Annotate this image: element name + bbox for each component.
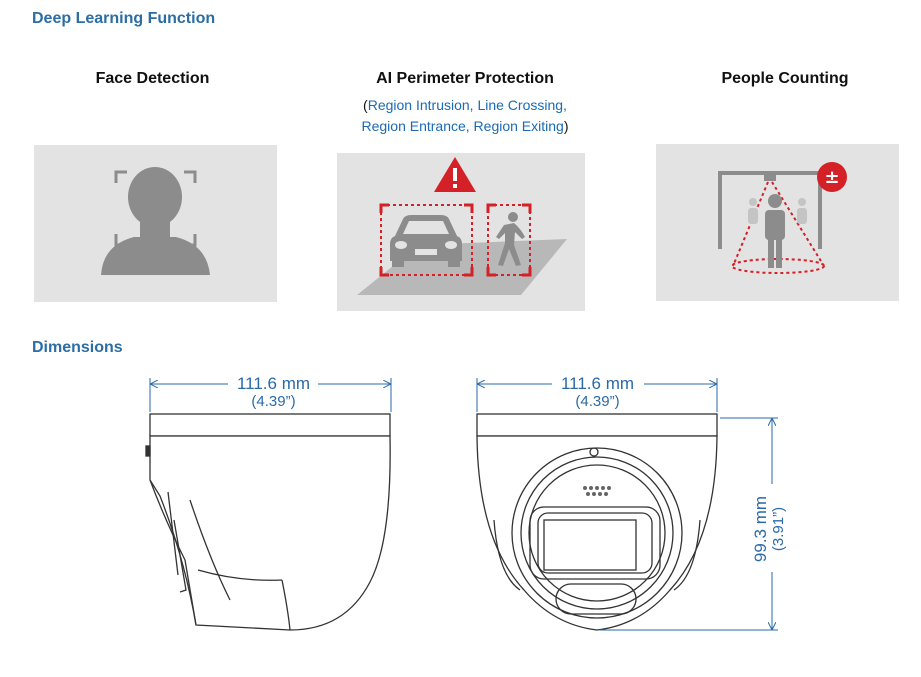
face-detection-panel bbox=[34, 145, 277, 302]
camera-front-view bbox=[476, 413, 718, 631]
feature-title-people-counting: People Counting bbox=[721, 70, 849, 87]
walking-person-icon bbox=[496, 212, 525, 266]
perimeter-subtitle-line2: Region Entrance, Region Exiting bbox=[361, 118, 564, 134]
perimeter-subtitle-line1: Region Intrusion, Line Crossing, bbox=[367, 97, 567, 113]
front-width-in: (4.39”) bbox=[575, 393, 620, 410]
perimeter-protection-icon bbox=[357, 157, 567, 295]
person-icon bbox=[765, 194, 785, 268]
people-counting-panel: ± bbox=[656, 144, 899, 301]
perimeter-protection-panel bbox=[337, 153, 585, 311]
perimeter-subtitle: (Region Intrusion, Line Crossing, Region… bbox=[361, 97, 569, 134]
feature-title-perimeter-protection: AI Perimeter Protection bbox=[376, 70, 554, 87]
front-width-label: 111.6 mm (4.39”) bbox=[540, 375, 655, 411]
front-width-mm: 111.6 mm bbox=[560, 374, 635, 393]
face-detection-icon bbox=[101, 167, 210, 275]
feature-title-face-detection: Face Detection bbox=[95, 70, 210, 87]
people-counting-icon: ± bbox=[718, 162, 847, 274]
height-in: (3.91”) bbox=[770, 506, 787, 552]
height-label: 99.3 mm (3.91”) bbox=[751, 474, 792, 584]
section-title-dimensions: Dimensions bbox=[32, 339, 123, 356]
warning-icon bbox=[434, 157, 476, 192]
camera-side-view bbox=[145, 413, 391, 631]
plus-minus-badge-icon: ± bbox=[817, 162, 847, 192]
svg-text:±: ± bbox=[824, 167, 839, 188]
height-mm: 99.3 mm bbox=[751, 495, 770, 563]
car-icon bbox=[390, 215, 462, 267]
side-width-in: (4.39”) bbox=[251, 393, 296, 410]
side-width-label: 111.6 mm (4.39”) bbox=[216, 375, 331, 411]
section-title-deep-learning: Deep Learning Function bbox=[32, 10, 216, 27]
side-width-mm: 111.6 mm bbox=[236, 374, 311, 393]
